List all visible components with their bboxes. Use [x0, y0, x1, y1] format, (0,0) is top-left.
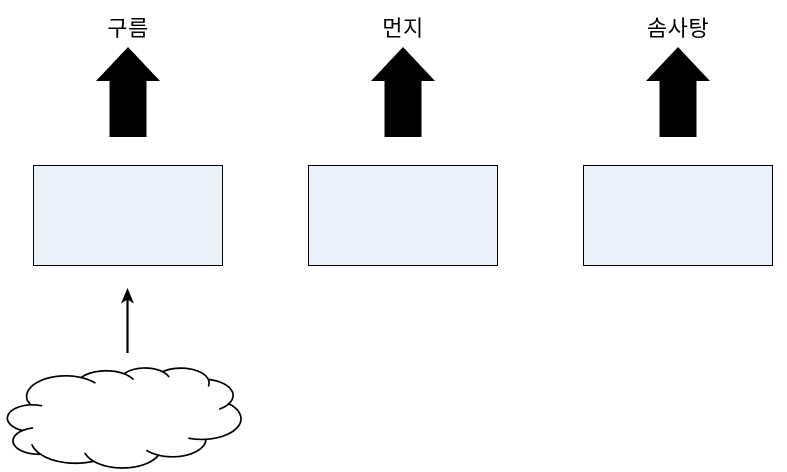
block-up-arrow-icon	[371, 47, 435, 137]
block-up-arrow-shape	[646, 47, 710, 137]
diagram-column-cloud: 구름	[33, 0, 223, 266]
diagram-column-dust: 먼지	[308, 0, 498, 266]
thin-arrow-head	[121, 288, 134, 304]
diagram-column-cotton-candy: 솜사탕	[583, 0, 773, 266]
column-label-dust: 먼지	[382, 16, 424, 41]
process-box-dust	[308, 165, 498, 266]
cloud-inner-curls	[23, 372, 229, 462]
block-up-arrow-icon	[96, 47, 160, 137]
cloud-shape-icon	[13, 368, 241, 468]
block-up-arrow-shape	[96, 47, 160, 137]
block-up-arrow-shape	[371, 47, 435, 137]
column-label-cotton-candy: 솜사탕	[646, 16, 710, 41]
thin-up-arrow-icon	[121, 288, 134, 353]
column-label-cloud: 구름	[107, 16, 149, 41]
process-box-cloud	[33, 165, 223, 266]
process-box-cotton-candy	[583, 165, 773, 266]
cloud-outline	[7, 368, 241, 468]
block-up-arrow-icon	[646, 47, 710, 137]
